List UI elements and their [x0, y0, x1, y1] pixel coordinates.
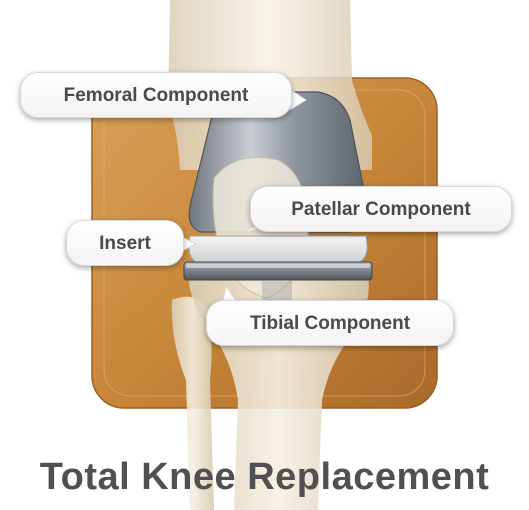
tibial-component-label: Tibial Component — [206, 300, 454, 346]
insert-component — [189, 236, 367, 262]
diagram-title: Total Knee Replacement — [0, 456, 529, 499]
patellar-component-label: Patellar Component — [250, 186, 512, 232]
femoral-component-label: Femoral Component — [20, 72, 292, 118]
insert-label: Insert — [66, 220, 184, 266]
